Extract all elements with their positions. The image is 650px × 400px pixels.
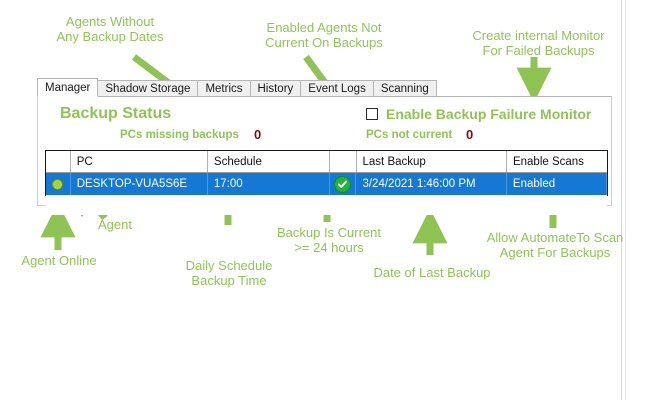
enable-backup-failure-monitor-row[interactable]: Enable Backup Failure Monitor xyxy=(366,106,591,122)
annotation-create-internal-monitor: Create internal Monitor For Failed Backu… xyxy=(472,28,605,58)
cell-last-backup: 3/24/2021 1:46:00 PM xyxy=(356,173,507,195)
tab-scanning[interactable]: Scanning xyxy=(372,80,437,97)
annotation-agent: Agent xyxy=(98,217,132,232)
tab-event-logs[interactable]: Event Logs xyxy=(300,80,374,97)
right-divider-line-2 xyxy=(625,0,626,400)
tab-metrics[interactable]: Metrics xyxy=(197,80,251,97)
annotation-date-of-last-backup: Date of Last Backup xyxy=(373,265,491,280)
annotation-allow-automate-scan: Allow AutomateTo Scan Agent For Backups xyxy=(486,230,624,260)
column-header-enable-scans[interactable]: Enable Scans xyxy=(512,155,584,168)
table-header-row: PC Schedule Last Backup Enable Scans xyxy=(46,151,607,173)
annotation-daily-schedule-backup-time: Daily Schedule Backup Time xyxy=(185,258,273,288)
column-header-last-backup[interactable]: Last Backup xyxy=(357,151,507,172)
annotation-agents-without-backup-dates: Agents Without Any Backup Dates xyxy=(56,14,164,44)
table-empty-area xyxy=(46,195,607,215)
tab-history[interactable]: History xyxy=(249,80,302,97)
column-header-status[interactable] xyxy=(46,151,71,172)
enable-backup-failure-monitor-label: Enable Backup Failure Monitor xyxy=(386,106,592,122)
cell-enable-scans: Enabled xyxy=(507,173,607,195)
green-check-icon xyxy=(334,175,352,193)
column-header-schedule[interactable]: Schedule xyxy=(208,151,330,172)
column-header-pc[interactable]: PC xyxy=(71,151,208,172)
agent-online-dot-icon xyxy=(52,178,64,190)
tab-strip[interactable]: Manager Shadow Storage Metrics History E… xyxy=(37,78,437,97)
table-row[interactable]: DESKTOP-VUA5S6E 17:00 3/24/2021 1:46:00 … xyxy=(46,173,607,195)
pcs-not-current-label: PCs not current xyxy=(366,129,453,141)
tab-manager[interactable]: Manager xyxy=(37,78,99,97)
pcs-missing-backups-value: 0 xyxy=(254,127,262,142)
cell-backup-current xyxy=(330,173,357,195)
cell-pc: DESKTOP-VUA5S6E xyxy=(71,173,208,195)
tab-shadow-storage[interactable]: Shadow Storage xyxy=(97,80,199,97)
pcs-missing-backups-label: PCs missing backups xyxy=(120,129,239,141)
annotation-backup-is-current: Backup Is Current >= 24 hours xyxy=(276,225,382,255)
pcs-not-current-value: 0 xyxy=(466,127,474,142)
column-header-current[interactable] xyxy=(330,151,357,172)
checkbox-icon[interactable] xyxy=(366,108,378,120)
page-title: Backup Status xyxy=(60,105,172,122)
backup-status-grid[interactable]: PC Schedule Last Backup Enable Scans DES… xyxy=(45,150,608,215)
annotation-enabled-agents-not-current: Enabled Agents Not Current On Backups xyxy=(265,20,383,50)
annotation-agent-online: Agent Online xyxy=(21,253,97,268)
cell-agent-status xyxy=(46,173,71,195)
right-divider-line xyxy=(621,0,622,400)
cell-schedule: 17:00 xyxy=(208,173,330,195)
